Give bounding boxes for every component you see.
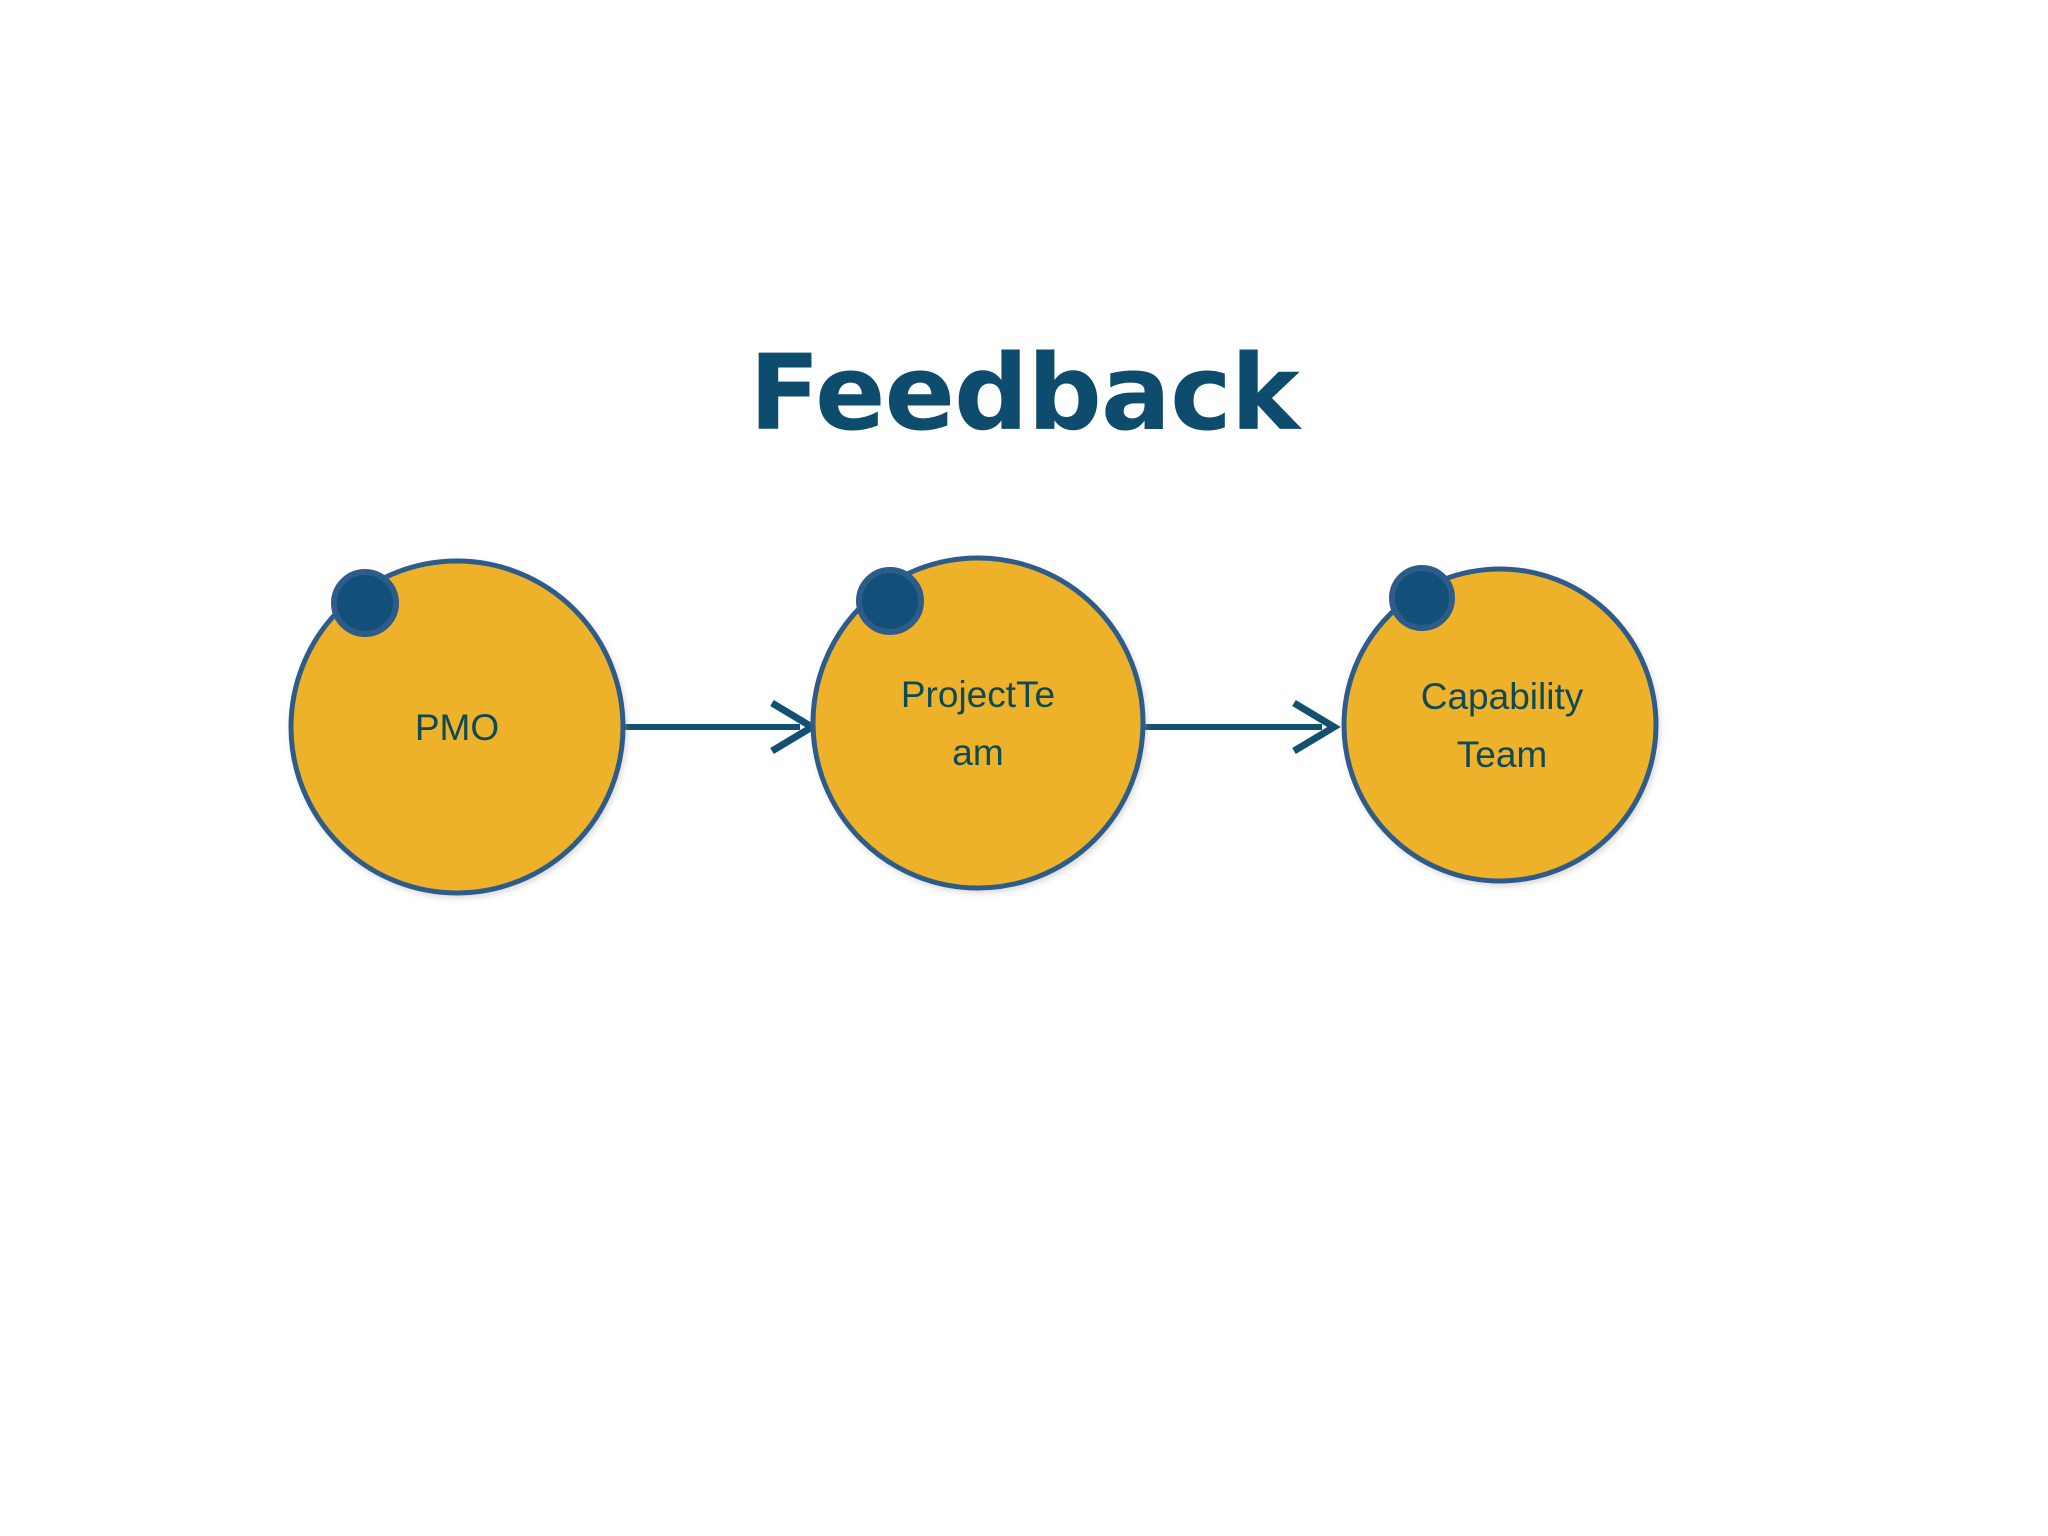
node-circle[interactable] (810, 555, 1146, 891)
node-circle[interactable] (288, 558, 626, 896)
node-capability-team[interactable] (1341, 565, 1659, 884)
node-badge-icon[interactable] (1389, 565, 1455, 631)
node-project-team[interactable] (810, 555, 1146, 891)
node-pmo[interactable] (288, 558, 626, 896)
node-circle[interactable] (1341, 566, 1659, 884)
node-badge-icon[interactable] (331, 569, 399, 637)
node-badge-icon[interactable] (856, 567, 924, 635)
connector-pmo-to-project-team[interactable] (624, 699, 819, 755)
arrowhead-icon (1292, 699, 1341, 755)
connector-project-team-to-capability-team[interactable] (1144, 699, 1341, 755)
page-title: Feedback (749, 332, 1300, 454)
